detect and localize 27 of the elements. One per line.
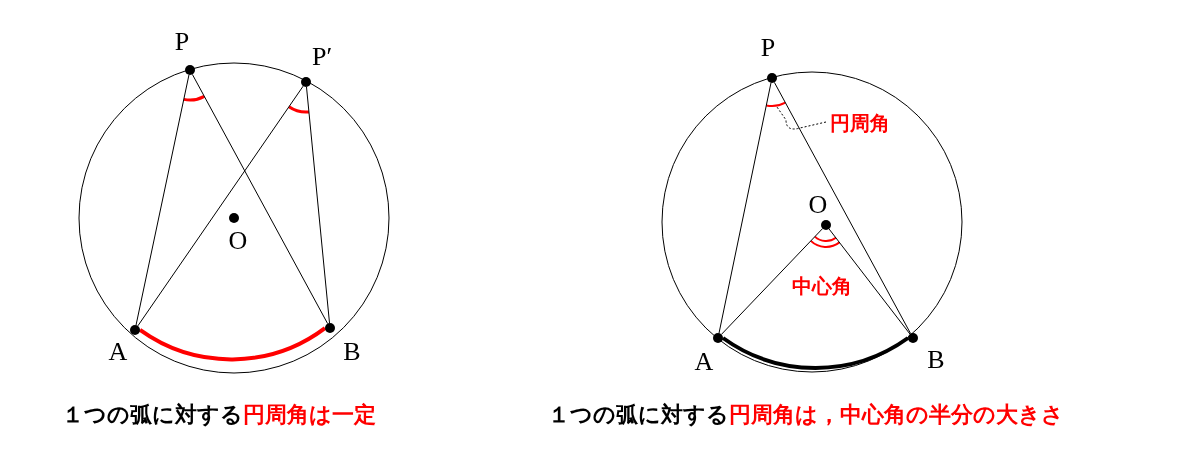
caption-text: 円周角は，中心角の半分の大きさ bbox=[729, 402, 1064, 427]
chord-line bbox=[135, 74, 190, 326]
point-label: O bbox=[808, 192, 828, 218]
point-label: P bbox=[760, 35, 776, 61]
point-label: O bbox=[228, 228, 248, 254]
caption-text: １つの弧に対する bbox=[62, 402, 243, 427]
chord-line bbox=[137, 85, 304, 327]
leader-line bbox=[775, 105, 827, 130]
chord-line bbox=[828, 228, 911, 335]
point-label: A bbox=[108, 339, 128, 365]
chord-line bbox=[306, 86, 330, 324]
arc bbox=[138, 326, 327, 362]
arc bbox=[721, 336, 910, 370]
chord-line bbox=[773, 81, 912, 335]
point-label: P′ bbox=[311, 44, 333, 70]
caption-text: １つの弧に対する bbox=[548, 402, 729, 427]
caption-text: 円周角は一定 bbox=[243, 402, 376, 427]
angle-name: 円周角 bbox=[830, 110, 890, 137]
chord-line bbox=[718, 82, 772, 334]
point-label: B bbox=[927, 347, 945, 373]
point-label: A bbox=[694, 349, 714, 375]
chord-line bbox=[191, 73, 329, 325]
point-label: P bbox=[174, 29, 190, 55]
chord-line bbox=[720, 228, 824, 335]
angle-name: 中心角 bbox=[792, 273, 852, 300]
point-label: B bbox=[343, 339, 361, 365]
angle-mark bbox=[765, 101, 787, 107]
